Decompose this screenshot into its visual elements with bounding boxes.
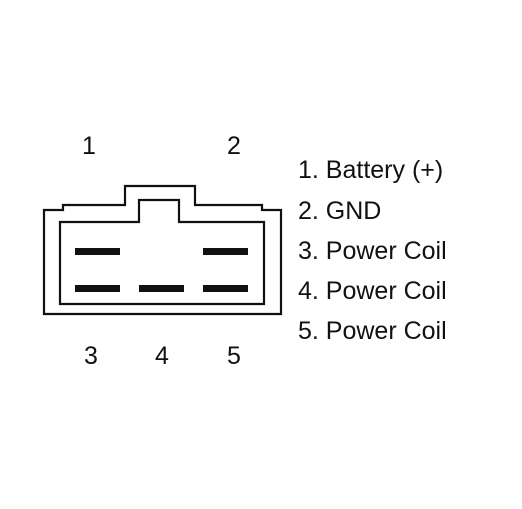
legend-item-2: 2. GND [298,197,381,225]
legend-item-3: 3. Power Coil [298,237,447,265]
connector-housing-outer [42,184,283,316]
pin-label-4: 4 [155,342,169,370]
pin-legend: 1. Battery (+) 2. GND 3. Power Coil 4. P… [298,156,447,345]
pin-label-1: 1 [82,132,96,160]
pin-terminal-4 [139,285,184,292]
legend-item-5: 5. Power Coil [298,317,447,345]
pin-terminal-2 [203,248,248,255]
pin-label-2: 2 [227,132,241,160]
pin-terminal-1 [75,248,120,255]
pin-terminal-3 [75,285,120,292]
connector-housing-inner [58,198,266,306]
legend-item-1: 1. Battery (+) [298,156,443,184]
pin-label-3: 3 [84,342,98,370]
pin-label-5: 5 [227,342,241,370]
legend-item-4: 4. Power Coil [298,277,447,305]
pin-terminal-5 [203,285,248,292]
